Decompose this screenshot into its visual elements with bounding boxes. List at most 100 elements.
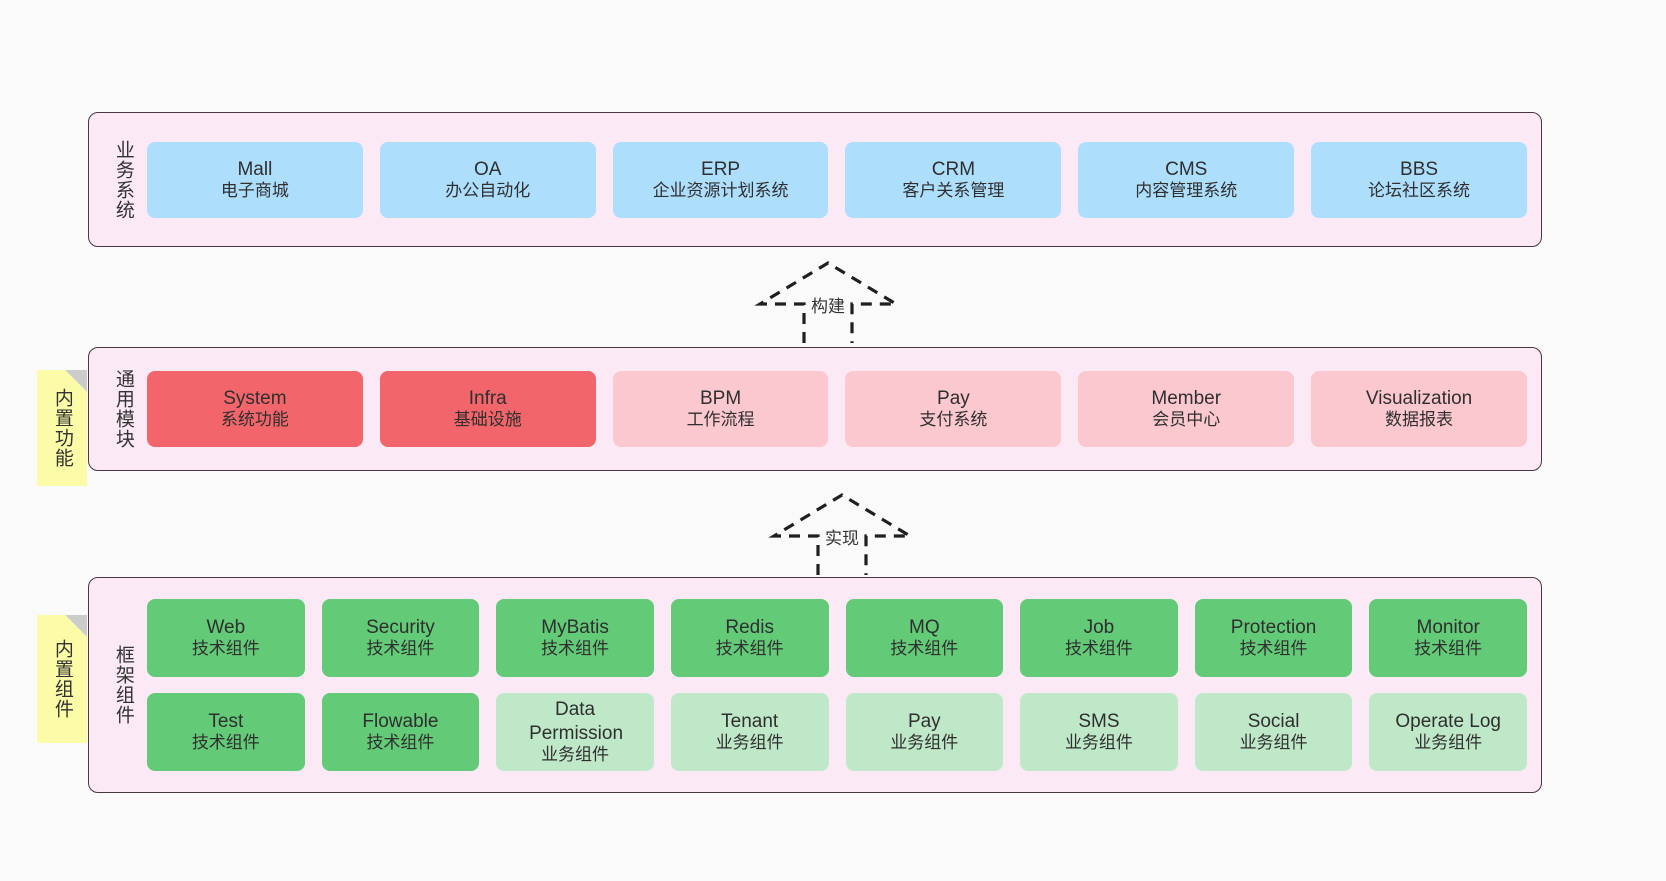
card-pay-component[interactable]: Pay 业务组件 xyxy=(845,693,1004,771)
card-data-permission[interactable]: Data Permission 业务组件 xyxy=(496,693,654,771)
card-subtitle: 业务组件 xyxy=(1064,733,1133,753)
card-mybatis[interactable]: MyBatis 技术组件 xyxy=(496,599,654,677)
card-subtitle: 企业资源计划系统 xyxy=(652,180,789,200)
card-title: Data Permission xyxy=(529,699,624,744)
connector-build-label: 构建 xyxy=(809,292,847,317)
card-mall[interactable]: Mall 电子商城 xyxy=(147,141,363,218)
note-label: 内置组件 xyxy=(51,639,73,719)
note-builtin-component: 内置组件 xyxy=(37,615,87,743)
card-title: Infra xyxy=(468,388,507,410)
layer-title-framework-component: 框架组件 xyxy=(112,645,134,725)
connector-build: 构建 xyxy=(754,260,902,344)
card-job[interactable]: Job 技术组件 xyxy=(1020,599,1178,677)
card-subtitle: 技术组件 xyxy=(1064,639,1133,659)
card-social[interactable]: Social 业务组件 xyxy=(1194,693,1353,771)
card-title: Mall xyxy=(237,158,273,180)
layer-business-system: 业务系统 Mall 电子商城 OA 办公自动化 ERP 企业资源计划系统 CRM… xyxy=(88,112,1542,247)
card-title: Visualization xyxy=(1365,388,1473,410)
card-title: Web xyxy=(206,617,246,639)
card-subtitle: 技术组件 xyxy=(1414,639,1483,659)
card-title: Pay xyxy=(937,388,970,410)
card-title: CMS xyxy=(1165,158,1208,180)
card-row: Mall 电子商城 OA 办公自动化 ERP 企业资源计划系统 CRM 客户关系… xyxy=(147,141,1527,218)
card-title: Security xyxy=(366,617,435,639)
card-protection[interactable]: Protection 技术组件 xyxy=(1194,599,1353,677)
card-subtitle: 工作流程 xyxy=(686,410,755,430)
card-test[interactable]: Test 技术组件 xyxy=(147,693,305,771)
card-row: System 系统功能 Infra 基础设施 BPM 工作流程 Pay 支付系统… xyxy=(147,371,1527,447)
card-subtitle: 业务组件 xyxy=(715,733,784,753)
card-bbs[interactable]: BBS 论坛社区系统 xyxy=(1311,141,1527,218)
note-builtin-feature: 内置功能 xyxy=(37,370,87,486)
layer-title-common-module: 通用模块 xyxy=(112,369,134,449)
connector-implement: 实现 xyxy=(768,492,916,576)
card-subtitle: 业务组件 xyxy=(541,744,610,764)
card-subtitle: 业务组件 xyxy=(890,733,959,753)
card-subtitle: 内容管理系统 xyxy=(1135,180,1238,200)
connector-implement-label: 实现 xyxy=(823,524,861,549)
layer-framework-component: 框架组件 Web 技术组件 Security 技术组件 MyBatis 技术组件… xyxy=(88,577,1542,793)
card-cms[interactable]: CMS 内容管理系统 xyxy=(1078,141,1295,218)
card-subtitle: 支付系统 xyxy=(919,410,988,430)
card-web[interactable]: Web 技术组件 xyxy=(147,599,305,677)
card-infra[interactable]: Infra 基础设施 xyxy=(379,371,596,447)
page-fold-icon xyxy=(65,615,87,637)
layer-common-module: 通用模块 System 系统功能 Infra 基础设施 BPM 工作流程 Pay… xyxy=(88,347,1542,471)
layer-body-framework-component: Web 技术组件 Security 技术组件 MyBatis 技术组件 Redi… xyxy=(143,578,1541,792)
card-monitor[interactable]: Monitor 技术组件 xyxy=(1369,599,1527,677)
note-label: 内置功能 xyxy=(51,388,73,468)
page-fold-icon xyxy=(65,370,87,392)
card-subtitle: 技术组件 xyxy=(715,639,784,659)
card-title: BBS xyxy=(1400,158,1439,180)
card-title: OA xyxy=(474,158,502,180)
card-title: Operate Log xyxy=(1395,711,1501,733)
card-title: Monitor xyxy=(1416,617,1480,639)
card-title: MQ xyxy=(909,617,940,639)
layer-body-common-module: System 系统功能 Infra 基础设施 BPM 工作流程 Pay 支付系统… xyxy=(143,348,1541,470)
card-subtitle: 论坛社区系统 xyxy=(1368,180,1471,200)
card-title: Flowable xyxy=(362,711,439,733)
card-operate-log[interactable]: Operate Log 业务组件 xyxy=(1369,693,1527,771)
card-subtitle: 业务组件 xyxy=(1414,733,1483,753)
layer-title-business-system: 业务系统 xyxy=(112,139,134,220)
card-title: System xyxy=(223,388,287,410)
card-title: Pay xyxy=(907,711,941,733)
card-subtitle: 技术组件 xyxy=(890,639,959,659)
card-pay[interactable]: Pay 支付系统 xyxy=(845,371,1062,447)
card-crm[interactable]: CRM 客户关系管理 xyxy=(845,141,1062,218)
card-flowable[interactable]: Flowable 技术组件 xyxy=(321,693,480,771)
card-subtitle: 技术组件 xyxy=(1239,639,1308,659)
card-subtitle: 办公自动化 xyxy=(445,180,531,200)
card-subtitle: 业务组件 xyxy=(1239,733,1308,753)
card-row: Test 技术组件 Flowable 技术组件 Data Permission … xyxy=(147,693,1527,771)
card-title: Protection xyxy=(1230,617,1317,639)
card-subtitle: 数据报表 xyxy=(1385,410,1454,430)
card-member[interactable]: Member 会员中心 xyxy=(1078,371,1295,447)
card-row: Web 技术组件 Security 技术组件 MyBatis 技术组件 Redi… xyxy=(147,599,1527,677)
card-sms[interactable]: SMS 业务组件 xyxy=(1020,693,1178,771)
card-visualization[interactable]: Visualization 数据报表 xyxy=(1311,371,1527,447)
card-erp[interactable]: ERP 企业资源计划系统 xyxy=(612,141,829,218)
card-subtitle: 技术组件 xyxy=(191,733,260,753)
card-title: ERP xyxy=(701,158,741,180)
card-subtitle: 基础设施 xyxy=(453,410,522,430)
card-title: Redis xyxy=(725,617,774,639)
card-mq[interactable]: MQ 技术组件 xyxy=(845,599,1004,677)
card-subtitle: 电子商城 xyxy=(220,180,289,200)
card-title: Job xyxy=(1083,617,1115,639)
card-title: SMS xyxy=(1078,711,1120,733)
card-tenant[interactable]: Tenant 业务组件 xyxy=(670,693,829,771)
layer-body-business-system: Mall 电子商城 OA 办公自动化 ERP 企业资源计划系统 CRM 客户关系… xyxy=(143,113,1541,246)
card-title: Test xyxy=(208,711,244,733)
card-security[interactable]: Security 技术组件 xyxy=(321,599,480,677)
card-oa[interactable]: OA 办公自动化 xyxy=(379,141,596,218)
card-title: CRM xyxy=(931,158,976,180)
card-subtitle: 技术组件 xyxy=(366,639,435,659)
card-system[interactable]: System 系统功能 xyxy=(147,371,363,447)
card-subtitle: 技术组件 xyxy=(191,639,260,659)
card-subtitle: 客户关系管理 xyxy=(902,180,1005,200)
card-bpm[interactable]: BPM 工作流程 xyxy=(612,371,829,447)
card-subtitle: 系统功能 xyxy=(220,410,289,430)
card-redis[interactable]: Redis 技术组件 xyxy=(670,599,829,677)
